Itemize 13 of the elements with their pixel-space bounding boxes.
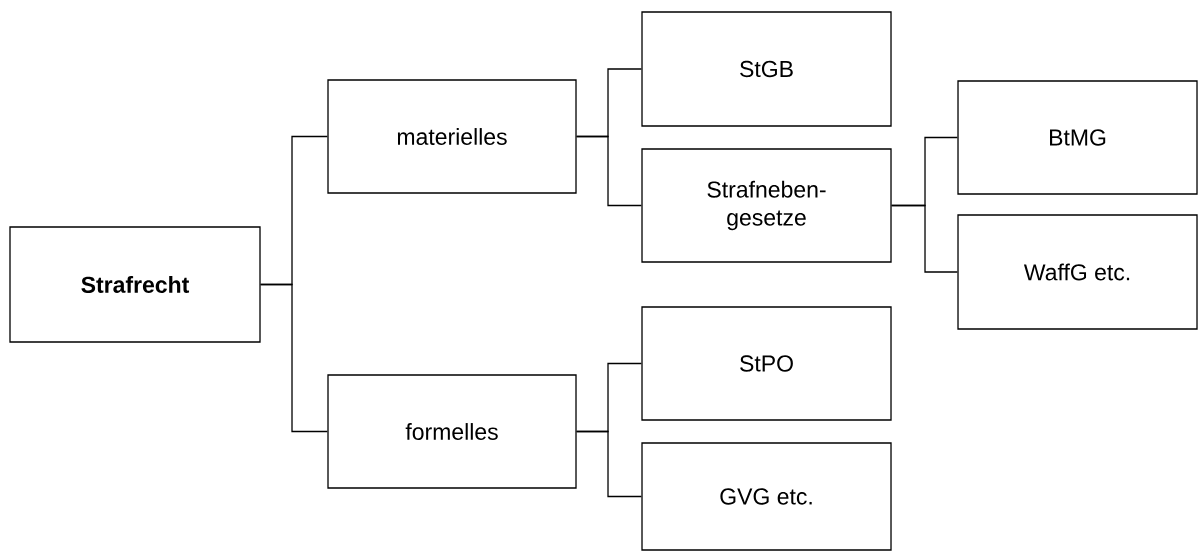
text-box: StGB (641, 11, 892, 127)
text-box: materielles (327, 79, 577, 194)
text-box: BtMG (957, 80, 1198, 195)
connector-line (260, 283, 328, 433)
connector-line (576, 430, 642, 498)
text-box: GVG etc. (641, 442, 892, 551)
connector-line (891, 204, 958, 273)
text-box: formelles (327, 374, 577, 489)
text-box: StPO (641, 306, 892, 421)
text-box: Strafneben- gesetze (641, 148, 892, 263)
connector-line (576, 135, 642, 207)
text-box: Strafrecht (9, 226, 261, 343)
text-box: WaffG etc. (957, 214, 1198, 330)
